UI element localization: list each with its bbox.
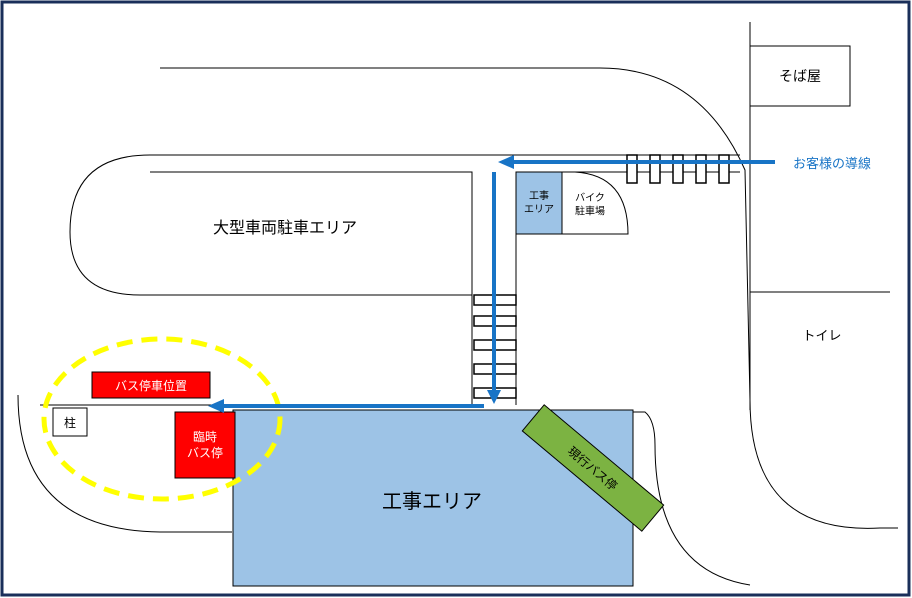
bike-parking-label: バイク駐車場 <box>575 192 605 218</box>
soba-shop-building <box>749 45 851 107</box>
construction-area-small <box>515 171 563 235</box>
temporary-bus-stop-label: 臨時バス停 <box>187 430 223 460</box>
pillar-label: 柱 <box>64 415 76 430</box>
label-line: 臨時 <box>193 430 217 444</box>
bus-stop-position-label: バス停車位置 <box>115 378 187 393</box>
construction-area-main-label: 工事エリア <box>382 489 482 513</box>
label-line: エリア <box>524 205 554 216</box>
pillar-box <box>52 407 88 437</box>
large-vehicle-parking-label: 大型車両駐車エリア <box>213 218 357 237</box>
guide-route-label: お客様の導線 <box>793 156 871 172</box>
label-line: 駐車場 <box>575 205 605 218</box>
crosswalk-top <box>626 154 730 184</box>
highlight-ellipse <box>41 336 283 502</box>
label-line: 工事 <box>529 189 549 202</box>
soba-shop-label: そば屋 <box>779 69 821 85</box>
construction-area-small-label: 工事エリア <box>524 189 554 216</box>
label-line: バス停 <box>187 445 223 460</box>
temporary-bus-stop-box <box>174 411 236 479</box>
label-line: バイク <box>575 192 605 204</box>
guide-route-arrows <box>208 155 775 413</box>
bike-parking-area <box>561 171 629 235</box>
toilet-label: トイレ <box>802 329 841 344</box>
bus-stop-position-box <box>91 371 211 399</box>
